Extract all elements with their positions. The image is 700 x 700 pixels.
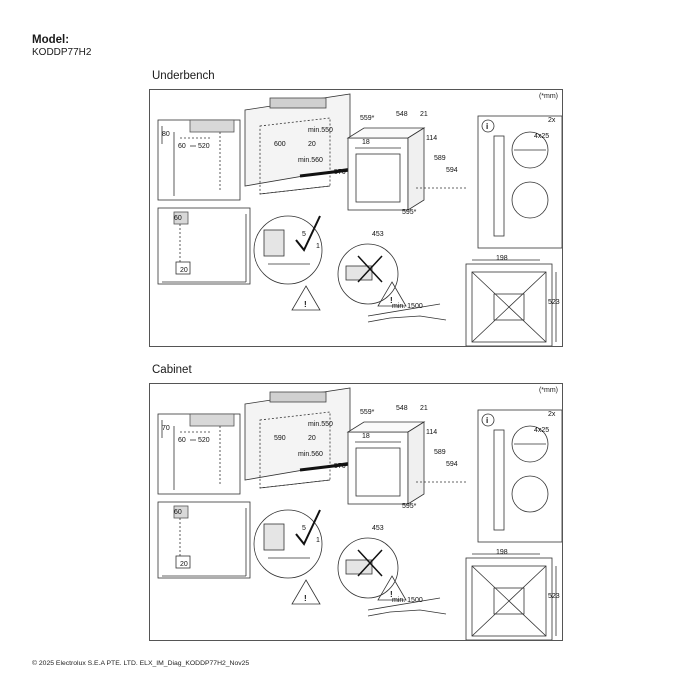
dimension-label-d18: 18 xyxy=(362,139,370,146)
incorrect-clearance-detail xyxy=(337,537,399,599)
cutout-bottom-detail xyxy=(157,501,251,579)
dimension-label-d594: 594 xyxy=(446,167,458,174)
dimension-label-d523: 523 xyxy=(548,299,560,306)
section-title-cabinet: Cabinet xyxy=(152,364,192,376)
dimension-label-d5: 5 xyxy=(302,525,306,532)
dimension-label-d20: 20 xyxy=(308,141,316,148)
warning-triangle-icon-2 xyxy=(377,575,407,601)
dimension-label-d114: 114 xyxy=(426,135,437,142)
warning-icon: ! xyxy=(304,300,307,309)
hot-surface-icon: ! xyxy=(390,296,393,305)
dimension-label-d594: 594 xyxy=(446,461,458,468)
oven-front-view xyxy=(465,553,557,640)
dimension-label-d1: 1 xyxy=(316,537,320,544)
warning-icon: ! xyxy=(304,594,307,603)
dimension-label-d548: 548 xyxy=(396,405,408,412)
dimension-label-d114: 114 xyxy=(426,429,437,436)
dimension-label-d550: min.550 xyxy=(308,127,333,134)
dimension-label-d576: 576 xyxy=(334,169,346,176)
warning-triangle-icon xyxy=(291,285,321,311)
dimension-label-d198: 198 xyxy=(496,549,508,556)
info-icon: i xyxy=(486,416,488,425)
fixing-screws-panel xyxy=(477,409,562,543)
dimension-label-d4x25: 4x25 xyxy=(534,133,549,140)
dimension-label-d453: 453 xyxy=(372,231,384,238)
oven-front-view xyxy=(465,259,557,346)
cutout-top-detail xyxy=(157,119,241,201)
model-label: Model: xyxy=(32,34,70,46)
dimension-label-d21: 21 xyxy=(420,111,428,118)
installation-diagram: 70 60 520 590 min.550 20 min.560 559* 54… xyxy=(157,387,562,640)
dimension-label-d560: min.560 xyxy=(298,451,323,458)
correct-clearance-detail xyxy=(253,215,323,285)
dimension-labels: 80 60 520 600 min.550 20 min.560 559* 54… xyxy=(162,111,560,310)
installation-diagram: 80 60 520 600 min.550 20 min.560 559* 54… xyxy=(157,93,562,346)
cutout-top-detail xyxy=(157,413,241,495)
dimension-label-d1: 1 xyxy=(316,243,320,250)
dimension-label-d523: 523 xyxy=(548,593,560,600)
dimension-label-d559: 559* xyxy=(360,409,375,416)
dimension-label-d453: 453 xyxy=(372,525,384,532)
correct-clearance-detail xyxy=(253,509,323,579)
dimension-label-d60a: 60 xyxy=(178,143,186,150)
dimension-label-d560: min.560 xyxy=(298,157,323,164)
dimension-label-d595: 595* xyxy=(402,209,417,216)
dimension-label-d80: 80 xyxy=(162,131,170,138)
dimension-label-d198: 198 xyxy=(496,255,508,262)
dimension-label-d60b: 60 xyxy=(174,215,182,222)
dimension-label-d595: 595* xyxy=(402,503,417,510)
warning-triangle-icon xyxy=(291,579,321,605)
underbench-panel: (*mm) xyxy=(149,89,563,347)
dimension-label-d2x: 2x xyxy=(548,411,556,418)
dimension-label-d550: min.550 xyxy=(308,421,333,428)
fixing-screws-panel xyxy=(477,115,562,249)
dimension-label-d5: 5 xyxy=(302,231,306,238)
dimension-label-d20b: 20 xyxy=(180,561,188,568)
unit-note: (*mm) xyxy=(538,93,558,100)
dimension-label-d589: 589 xyxy=(434,155,446,162)
dimension-label-d60a: 60 xyxy=(178,437,186,444)
cable-length-detail xyxy=(367,597,447,617)
dimension-label-d600: 590 xyxy=(274,435,286,442)
info-icon: i xyxy=(486,122,488,131)
dimension-label-d20b: 20 xyxy=(180,267,188,274)
dimension-label-d600: 600 xyxy=(274,141,286,148)
dimension-label-d20: 20 xyxy=(308,435,316,442)
dimension-label-d520: 520 xyxy=(198,143,210,150)
dimension-label-d60b: 60 xyxy=(174,509,182,516)
dimension-label-d1500: min. 1500 xyxy=(392,597,423,604)
incorrect-clearance-detail xyxy=(337,243,399,305)
dimension-label-d4x25: 4x25 xyxy=(534,427,549,434)
copyright-footer: © 2025 Electrolux S.E.A PTE. LTD. ELX_IM… xyxy=(32,660,250,667)
furniture-niche xyxy=(244,93,351,195)
dimension-labels: 70 60 520 590 min.550 20 min.560 559* 54… xyxy=(162,405,560,604)
dimension-label-d576: 576 xyxy=(334,463,346,470)
unit-note: (*mm) xyxy=(538,387,558,394)
hot-surface-icon: ! xyxy=(390,590,393,599)
dimension-label-d21: 21 xyxy=(420,405,428,412)
warning-triangle-icon-2 xyxy=(377,281,407,307)
dimension-label-d520: 520 xyxy=(198,437,210,444)
dimension-label-d80: 70 xyxy=(162,425,170,432)
dimension-label-d559: 559* xyxy=(360,115,375,122)
cutout-bottom-detail xyxy=(157,207,251,285)
dimension-label-d589: 589 xyxy=(434,449,446,456)
dimension-label-d18: 18 xyxy=(362,433,370,440)
furniture-niche xyxy=(244,387,351,489)
oven-perspective xyxy=(346,421,468,505)
cable-length-detail xyxy=(367,303,447,323)
oven-perspective xyxy=(346,127,468,211)
section-title-underbench: Underbench xyxy=(152,70,215,82)
dimension-label-d2x: 2x xyxy=(548,117,556,124)
dimension-label-d548: 548 xyxy=(396,111,408,118)
cabinet-panel: (*mm) xyxy=(149,383,563,641)
dimension-label-d1500: min. 1500 xyxy=(392,303,423,310)
model-value: KODDP77H2 xyxy=(32,47,92,58)
